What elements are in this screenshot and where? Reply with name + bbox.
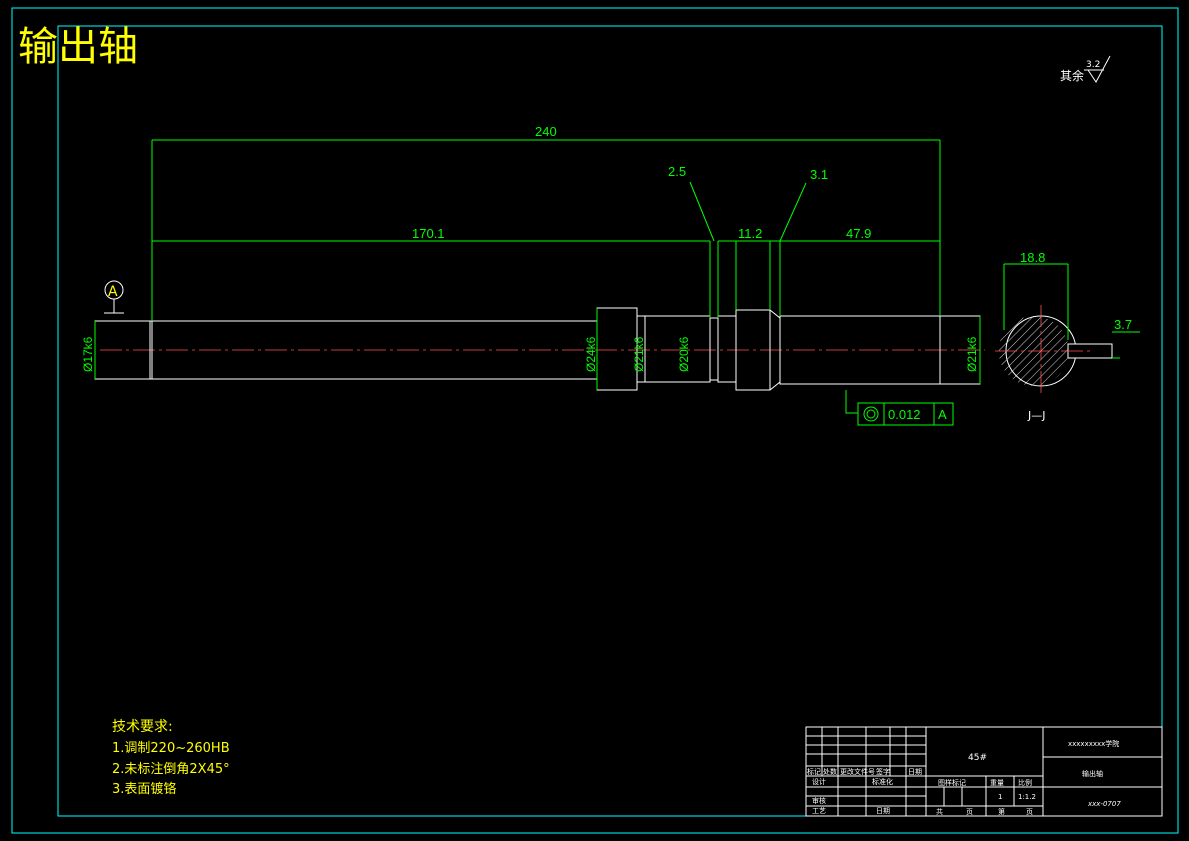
tb-mark: 标记 <box>807 767 821 776</box>
tb-weight-value: 1 <box>998 793 1002 801</box>
tb-part-name: 输出轴 <box>1082 769 1103 778</box>
tb-scale-value: 1:1.2 <box>1018 793 1036 801</box>
concentricity-icon <box>863 406 879 422</box>
dim-collar: 11.2 <box>738 226 762 241</box>
dia-d4: Ø20k6 <box>677 336 691 372</box>
tb-date: 日期 <box>908 768 922 776</box>
section-view: 18.8 3.7 J—J <box>995 250 1140 422</box>
diameter-dimensions: Ø17k6 Ø24k6 Ø21k6 Ø20k6 Ø21k6 <box>81 308 981 390</box>
tb-drawing-no: xxx-0707 <box>1087 800 1121 808</box>
tb-review: 审核 <box>812 796 826 805</box>
dia-d1: Ø17k6 <box>81 336 95 372</box>
tb-scale-label: 比例 <box>1018 778 1032 787</box>
dia-d2: Ø24k6 <box>584 336 598 372</box>
dim-groove2: 3.1 <box>810 167 828 182</box>
tb-material: 45# <box>968 753 987 763</box>
tolerance-frame: 0.012 A <box>845 390 954 426</box>
datum-symbol: A <box>104 280 124 314</box>
dim-key-width: 18.8 <box>1020 250 1045 265</box>
tb-school: xxxxxxxxx学院 <box>1068 739 1119 748</box>
tech-item-3: 3.表面镀铬 <box>112 781 176 797</box>
tb-sheets-total: 共 <box>936 807 943 816</box>
horizontal-dimensions: 240 170.1 11.2 47.9 2.5 3.1 <box>151 124 941 321</box>
dia-d3: Ø21k6 <box>632 336 646 372</box>
outer-border <box>11 7 1179 834</box>
tolerance-value: 0.012 <box>888 407 921 422</box>
tb-count: 处数 <box>823 767 837 776</box>
tb-stage-label: 图样标记 <box>938 778 966 787</box>
tech-item-2: 2.未标注倒角2X45° <box>112 762 230 777</box>
tb-sheet-of: 页 <box>966 808 973 816</box>
dia-d5: Ø21k6 <box>965 336 979 372</box>
title-block: 标记 处数 更改文件号 签字 日期 设计 标准化 审核 工艺 日期 45# 图样… <box>805 726 1163 817</box>
datum-letter: A <box>108 284 118 300</box>
tb-standard: 标准化 <box>872 777 893 786</box>
inner-border <box>57 25 1163 817</box>
tech-requirements: 技术要求: 1.调制220~260HB 2.未标注倒角2X45° 3.表面镀铬 <box>112 719 230 797</box>
dim-overall-length: 240 <box>535 124 557 139</box>
tb-designer: 设计 <box>812 777 826 786</box>
roughness-note: 其余 3.2 <box>1060 55 1111 83</box>
tb-sheet-page: 页 <box>1026 808 1033 816</box>
drawing-title: 输出轴 <box>18 24 138 70</box>
dim-left-length: 170.1 <box>412 226 445 241</box>
tb-change-doc: 更改文件号 <box>840 767 875 776</box>
dim-groove1: 2.5 <box>668 164 686 179</box>
tb-sheet-no: 第 <box>998 807 1005 816</box>
tb-weight-label: 重量 <box>990 779 1004 787</box>
section-label: J—J <box>1027 409 1046 422</box>
tolerance-datum: A <box>938 407 947 422</box>
roughness-symbol-icon <box>1087 55 1111 83</box>
shaft-outline <box>94 307 981 391</box>
tb-process: 工艺 <box>812 807 826 815</box>
dim-right-length: 47.9 <box>846 226 871 241</box>
dim-key-depth: 3.7 <box>1114 317 1132 332</box>
tb-approve: 日期 <box>876 807 890 815</box>
tech-item-1: 1.调制220~260HB <box>112 741 230 756</box>
roughness-value: 3.2 <box>1086 60 1100 70</box>
roughness-label: 其余 <box>1060 68 1084 83</box>
tech-heading: 技术要求: <box>112 719 173 735</box>
tb-sign: 签字 <box>876 767 890 776</box>
